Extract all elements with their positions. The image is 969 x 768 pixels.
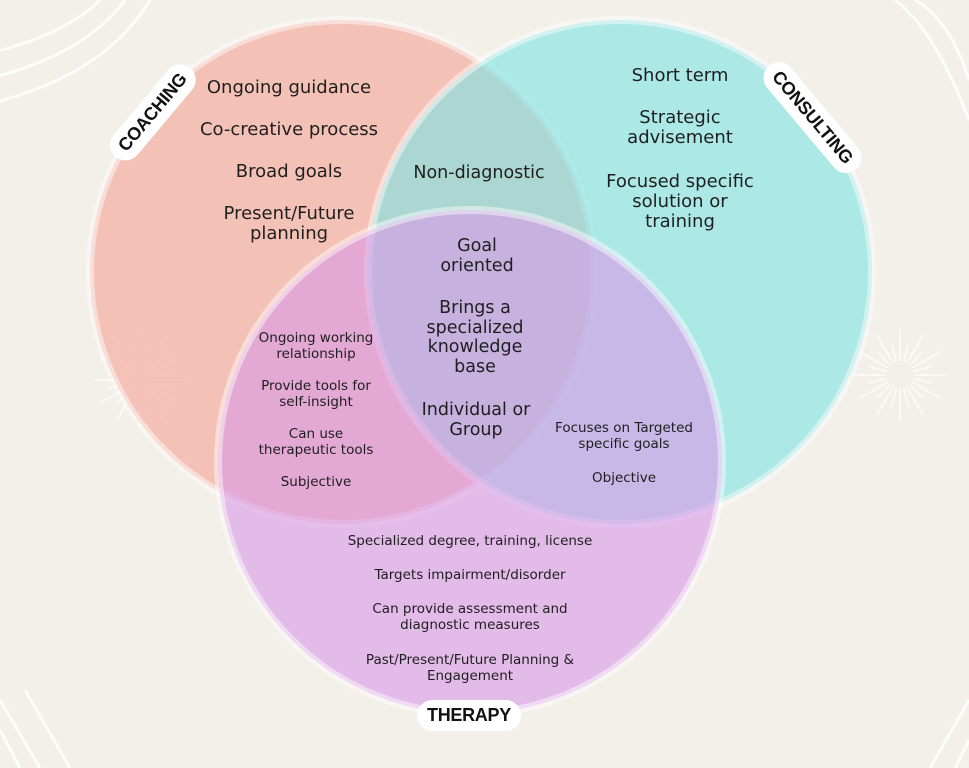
starburst-ray — [868, 365, 887, 373]
coaching-therapy-item-1: Ongoing working relationship — [258, 330, 374, 363]
starburst-ray — [906, 386, 924, 416]
coaching-item-3: Broad goals — [235, 161, 343, 182]
starburst-ray — [890, 343, 898, 362]
starburst-ray — [876, 334, 894, 364]
starburst-ray — [859, 351, 889, 369]
starburst-ray — [913, 377, 932, 385]
therapy-item-3: Can provide assessment and diagnostic me… — [372, 601, 568, 634]
decorative-lines-bottom-right — [928, 699, 969, 768]
coaching-item-1: Ongoing guidance — [206, 77, 372, 98]
starburst-ray — [911, 381, 941, 399]
center-item-3: Individual or Group — [421, 400, 531, 440]
coaching-item-2: Co-creative process — [199, 119, 379, 140]
starburst-right — [854, 329, 946, 421]
starburst-ray — [876, 386, 894, 416]
starburst-ray — [876, 351, 891, 366]
starburst-ray — [911, 351, 941, 369]
coaching-item-4: Present/Future planning — [223, 203, 355, 245]
therapy-circle — [214, 206, 726, 718]
decorative-lines-bottom-left — [0, 689, 72, 768]
decorative-arcs-top-right — [894, 0, 969, 121]
starburst-ray — [909, 351, 924, 366]
coaching-therapy-item-2: Provide tools for self-insight — [261, 378, 371, 411]
center-item-2: Brings a specialized knowledge base — [426, 298, 524, 377]
starburst-ray — [890, 388, 898, 407]
consulting-therapy-item-1: Focuses on Targeted specific goals — [555, 420, 693, 453]
center-item-1: Goal oriented — [440, 236, 514, 276]
consulting-item-2: Strategic advisement — [627, 107, 733, 149]
starburst-ray — [906, 334, 924, 364]
therapy-item-2: Targets impairment/disorder — [374, 567, 566, 583]
starburst-ray — [902, 343, 910, 362]
therapy-label: THERAPY — [417, 700, 521, 731]
starburst-ray — [876, 384, 891, 399]
therapy-item-1: Specialized degree, training, license — [347, 533, 593, 549]
consulting-item-1: Short term — [631, 65, 729, 86]
coaching-consulting-item-1: Non-diagnostic — [413, 163, 545, 183]
consulting-item-3: Focused specific solution or training — [606, 171, 754, 233]
starburst-ray — [859, 381, 889, 399]
coaching-therapy-item-3: Can use therapeutic tools — [258, 426, 374, 459]
starburst-ray — [913, 365, 932, 373]
therapy-item-4: Past/Present/Future Planning & Engagemen… — [365, 652, 575, 685]
starburst-ray — [909, 384, 924, 399]
starburst-ray — [868, 377, 887, 385]
coaching-therapy-item-4: Subjective — [280, 474, 352, 490]
starburst-ray — [902, 388, 910, 407]
decorative-arcs-top-left — [0, 0, 152, 103]
consulting-therapy-item-2: Objective — [591, 470, 657, 486]
